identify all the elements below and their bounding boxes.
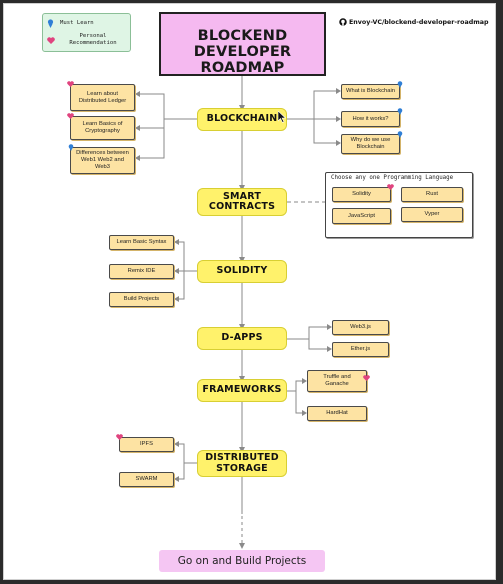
legend: Must Learn Personal Recommendation <box>42 13 131 52</box>
leaf-distributed-ledger[interactable]: Learn about Distributed Ledger <box>70 84 135 111</box>
leaf-etherjs[interactable]: Ether.js <box>332 342 389 357</box>
node-smart-contracts[interactable]: SMART CONTRACTS <box>197 188 287 216</box>
leaf-how-it-works[interactable]: How it works? <box>341 111 400 127</box>
badge-icon <box>47 19 54 28</box>
roadmap-canvas: Must Learn Personal Recommendation BLOCK… <box>3 3 496 580</box>
leaf-web-differences[interactable]: Differences between Web1 Web2 and Web3 <box>70 147 135 174</box>
leaf-lang-solidity[interactable]: Solidity <box>332 187 391 202</box>
github-icon <box>339 18 347 26</box>
leaf-remix-ide[interactable]: Remix IDE <box>109 264 174 279</box>
badge-icon <box>68 144 74 151</box>
title-line-1: BLOCKEND <box>197 28 288 44</box>
leaf-lang-javascript[interactable]: JavaScript <box>332 208 391 224</box>
node-blockchain[interactable]: BLOCKCHAIN <box>197 108 287 131</box>
node-dapps[interactable]: D-APPS <box>197 327 287 350</box>
cursor-icon <box>278 111 286 123</box>
language-choice-box <box>325 172 473 238</box>
leaf-lang-vyper[interactable]: Vyper <box>401 207 463 222</box>
heart-icon <box>67 113 74 119</box>
badge-icon <box>397 108 403 115</box>
leaf-build-projects[interactable]: Build Projects <box>109 292 174 307</box>
heart-icon <box>363 375 370 381</box>
leaf-cryptography[interactable]: Learn Basics of Cryptography <box>70 116 135 140</box>
legend-must-learn: Must Learn <box>60 20 94 26</box>
leaf-truffle-ganache[interactable]: Truffle and Ganache <box>307 370 367 392</box>
legend-personal: Personal Recommendation <box>69 33 117 46</box>
language-choice-title: Choose any one Programming Language <box>331 175 454 181</box>
leaf-lang-rust[interactable]: Rust <box>401 187 463 202</box>
node-frameworks[interactable]: FRAMEWORKS <box>197 379 287 402</box>
page-title: BLOCKEND DEVELOPER ROADMAP <box>159 12 326 76</box>
badge-icon <box>397 81 403 88</box>
heart-icon <box>67 81 74 87</box>
repo-text[interactable]: Envoy-VC/blockend-developer-roadmap <box>349 18 489 26</box>
node-solidity[interactable]: SOLIDITY <box>197 260 287 283</box>
leaf-swarm[interactable]: SWARM <box>119 472 174 487</box>
badge-icon <box>397 131 403 138</box>
heart-icon <box>116 434 123 440</box>
node-distributed-storage[interactable]: DISTRIBUTED STORAGE <box>197 450 287 477</box>
leaf-what-is-blockchain[interactable]: What is Blockchain <box>341 84 400 99</box>
leaf-web3js[interactable]: Web3.js <box>332 320 389 335</box>
heart-icon <box>47 36 55 44</box>
repo-link[interactable]: Envoy-VC/blockend-developer-roadmap <box>339 18 489 26</box>
leaf-why-blockchain[interactable]: Why do we use Blockchain <box>341 134 400 154</box>
title-line-2: DEVELOPER ROADMAP <box>193 44 292 76</box>
final-build-projects[interactable]: Go on and Build Projects <box>159 550 325 572</box>
heart-icon <box>387 184 394 190</box>
leaf-ipfs[interactable]: IPFS <box>119 437 174 452</box>
leaf-hardhat[interactable]: HardHat <box>307 406 367 421</box>
leaf-basic-syntax[interactable]: Learn Basic Syntax <box>109 235 174 250</box>
